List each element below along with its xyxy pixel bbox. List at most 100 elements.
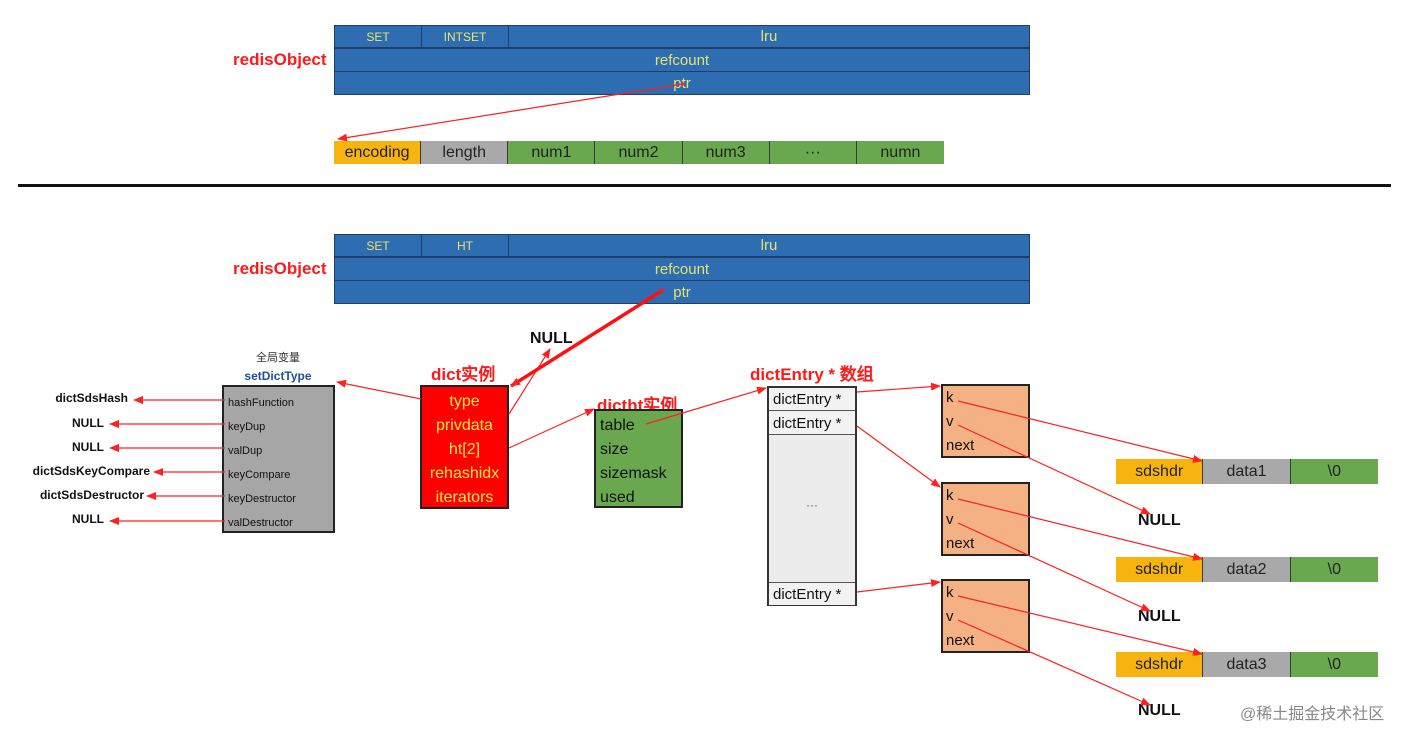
arrow-entry-1 [856,425,941,488]
arrow-bottom-ptr [510,288,664,388]
sds-1-data: data1 [1203,459,1291,484]
dictht-field-sizemask: sizemask [600,465,667,482]
intset-encoding: encoding [334,141,422,164]
arrow-node1-v [957,424,1151,515]
entries-title: dictEntry * 数组 [750,365,874,384]
target-dictsdsdestructor: dictSdsDestructor [39,488,144,502]
arrow-ht [508,408,595,449]
kv-node-3-next: next [946,632,975,649]
dict-box: type privdata ht[2] rehashidx iterators [420,385,509,509]
kv-node-1-v: v [946,413,954,430]
target-valdestructor-null: NULL [72,512,104,526]
sds-3: sdshdr data3 \0 [1116,652,1378,677]
top-encoding-cell: INTSET [421,25,509,48]
intset-num2: num2 [595,141,683,164]
dict-type-field-keycompare: keyCompare [228,469,291,481]
dict-field-privdata: privdata [436,417,493,434]
target-dictsdshash: dictSdsHash [55,391,128,405]
kv-node-3-null: NULL [1138,702,1181,719]
dictht-field-used: used [600,489,635,506]
sds-1-terminator: \0 [1290,459,1378,484]
dict-type-field-keydestructor: keyDestructor [228,493,296,505]
kv-node-2-v: v [946,511,954,528]
arrow-node3-v [957,619,1151,706]
kv-node-3: k v next [941,579,1030,653]
kv-node-2-next: next [946,535,975,552]
dict-type-box: hashFunction keyDup valDup keyCompare ke… [222,385,335,533]
sds-3-terminator: \0 [1290,652,1378,677]
dict-privdata-null: NULL [530,330,573,347]
kv-node-1-next: next [946,437,975,454]
top-redisobject-label: redisObject [233,50,327,69]
dict-field-iterators: iterators [435,489,494,506]
dictht-field-size: size [600,441,629,458]
arrow-table [645,386,767,425]
top-type-cell: SET [334,25,422,48]
sds-1-header: sdshdr [1116,459,1204,484]
intset-numn: numn [856,141,944,164]
intset-structure: encoding length num1 num2 num3 ··· numn [334,141,944,164]
arrow-entry-0 [856,382,941,393]
entry-cell-0: dictEntry * [769,388,855,411]
kv-node-2: k v next [941,482,1030,556]
bottom-type-cell: SET [334,234,422,257]
arrow-node2-v [957,522,1151,612]
bottom-redisobject: SET HT lru refcount ptr [334,234,1030,304]
dictht-box: table size sizemask used [594,409,683,508]
bottom-lru-cell: lru [508,234,1030,257]
dict-type-field-valdestructor: valDestructor [228,517,293,529]
dict-field-type: type [449,393,480,410]
arrow-privdata [508,348,551,415]
bottom-refcount-cell: refcount [334,257,1030,281]
kv-node-2-null: NULL [1138,608,1181,625]
entry-cell-1: dictEntry * [769,412,855,435]
target-valdup-null: NULL [72,440,104,454]
bottom-redisobject-label: redisObject [233,259,327,278]
arrow-node3-k [957,595,1203,656]
target-keydup-null: NULL [72,416,104,430]
dict-field-rehashidx: rehashidx [429,465,500,482]
top-refcount-cell: refcount [334,48,1030,72]
intset-ellipsis: ··· [769,141,857,164]
arrow-top-ptr [337,83,684,142]
dictht-field-table: table [600,417,635,434]
dict-type-field-valdup: valDup [228,445,263,457]
dict-field-ht: ht[2] [448,441,481,458]
intset-num3: num3 [682,141,770,164]
sds-1: sdshdr data1 \0 [1116,459,1378,484]
dict-type-title: setDictType [244,369,312,383]
dict-type-field-hashfunction: hashFunction [228,397,295,409]
sds-2: sdshdr data2 \0 [1116,557,1378,582]
sds-2-header: sdshdr [1116,557,1204,582]
dict-type-field-keydup: keyDup [228,421,266,433]
watermark: @稀土掘金技术社区 [1240,706,1385,723]
sds-3-header: sdshdr [1116,652,1204,677]
top-lru-cell: lru [508,25,1030,48]
kv-node-1: k v next [941,384,1030,458]
target-dictsdskeycompare: dictSdsKeyCompare [32,464,150,478]
kv-node-2-k: k [946,487,954,504]
entry-cell-last: dictEntry * [769,582,855,605]
kv-node-3-v: v [946,608,954,625]
intset-length: length [421,141,509,164]
section-divider [18,184,1391,187]
kv-node-1-k: k [946,389,954,406]
intset-num1: num1 [508,141,596,164]
bottom-ptr-cell: ptr [334,280,1030,304]
sds-2-data: data2 [1203,557,1291,582]
dict-title: dict实例 [431,365,496,384]
kv-node-1-null: NULL [1138,512,1181,529]
arrow-node2-k [957,498,1203,561]
kv-node-3-k: k [946,584,954,601]
arrow-entry-last [856,579,941,593]
arrow-node1-k [957,400,1203,463]
entries-array: dictEntry * dictEntry * ··· dictEntry * [767,386,857,606]
dict-type-caption: 全局变量 [256,352,300,364]
top-redisobject: SET INTSET lru refcount ptr [334,25,1030,95]
sds-2-terminator: \0 [1290,557,1378,582]
sds-3-data: data3 [1203,652,1291,677]
arrow-dict-type [336,379,422,400]
entry-ellipsis: ··· [806,498,818,512]
